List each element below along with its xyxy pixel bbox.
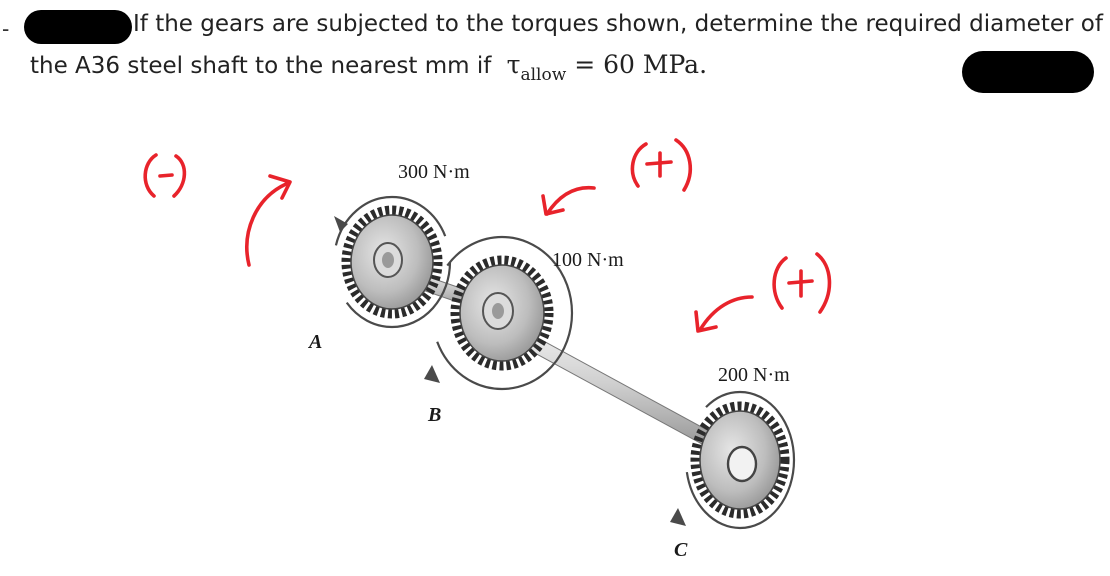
gear-b — [424, 235, 574, 391]
gear-b-teeth — [450, 255, 554, 371]
redaction-mark-left — [24, 10, 132, 44]
torque-arrow-b-ring — [430, 235, 574, 391]
gear-b-bore — [492, 303, 504, 319]
problem-line-2: the A36 steel shaft to the nearest mm if… — [30, 50, 708, 85]
problem-statement: - If the gears are subjected to the torq… — [0, 0, 1110, 100]
gear-a-teeth — [341, 205, 443, 319]
tau-value: = 60 MPa. — [574, 50, 708, 79]
point-label-b: B — [427, 404, 441, 426]
rotation-arrow-c-head — [694, 310, 718, 333]
allowable-shear-stress: τallow = 60 MPa. — [499, 50, 708, 85]
rotation-arrow-c — [698, 295, 754, 332]
rotation-arrow-a — [245, 182, 288, 267]
sign-b-paren-left — [630, 142, 648, 188]
torque-arrow-b-head — [424, 365, 440, 383]
sign-a-paren-right — [172, 154, 187, 198]
gear-a — [332, 195, 452, 329]
shaft — [381, 261, 743, 463]
problem-line-2-text: the A36 steel shaft to the nearest mm if — [30, 53, 492, 79]
problem-line-1: If the gears are subjected to the torque… — [133, 11, 1103, 37]
handwritten-annotations — [143, 138, 832, 333]
sign-a-minus — [158, 173, 174, 178]
rotation-arrow-a-head — [268, 174, 292, 200]
sign-a-paren-left — [143, 153, 158, 198]
sign-b-paren-right — [674, 138, 693, 192]
rotation-arrow-b — [545, 185, 596, 216]
leading-dash: - — [2, 16, 10, 41]
tau-subscript: allow — [520, 65, 567, 85]
tau-symbol: τ — [506, 50, 521, 79]
rotation-arrow-b-head — [541, 194, 565, 216]
sign-c-paren-right — [815, 252, 832, 314]
gear-c-hub — [726, 445, 758, 483]
point-label-a: A — [307, 331, 322, 353]
torque-arrow-a-head — [334, 216, 348, 232]
gear-a-bore — [382, 252, 394, 268]
torque-arrow-c-head — [670, 508, 686, 526]
sign-c-paren-left — [772, 256, 788, 310]
torque-label-b: 100 N·m — [552, 249, 624, 271]
gear-c-teeth — [690, 401, 790, 519]
point-label-c: C — [674, 539, 688, 561]
torque-arrow-c-ring — [684, 390, 796, 530]
torque-label-a: 300 N·m — [398, 161, 470, 183]
gear-c — [670, 390, 796, 530]
torque-label-c: 200 N·m — [718, 364, 790, 386]
redaction-mark-right — [962, 51, 1094, 93]
